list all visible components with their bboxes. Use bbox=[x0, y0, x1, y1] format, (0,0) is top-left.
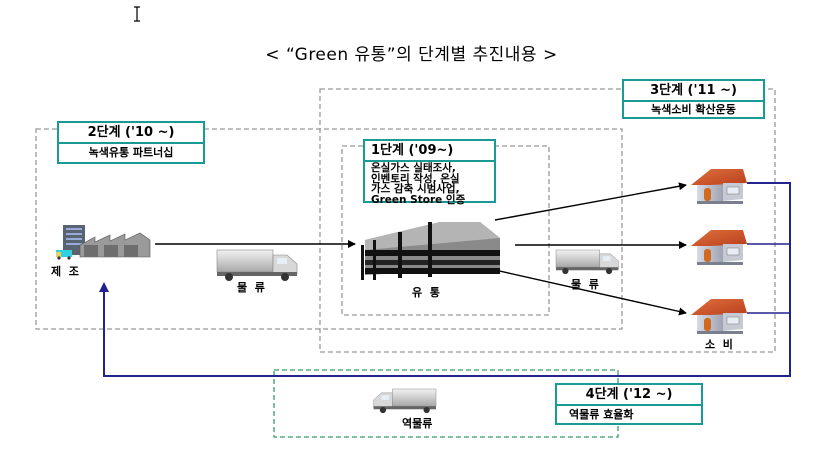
node-label-reverse-logistics: 역물류 bbox=[402, 417, 433, 430]
flow-arrow-distribution-to-consumer-1 bbox=[494, 182, 687, 221]
flow-arrow-distribution-to-consumer-3 bbox=[494, 269, 687, 316]
diagram-title: < “Green 유통”의 단계별 추진내용 > bbox=[265, 45, 558, 65]
stage-description: 역물류 효율화 bbox=[569, 408, 634, 421]
stage-description: 녹색유통 파트너십 bbox=[88, 146, 174, 159]
stage1-region bbox=[341, 145, 550, 316]
stage-description-line: 가스 감축 시범사업, bbox=[371, 183, 460, 195]
stage-box-1: 1단계 ('09~) 온실가스 실태조사, 인벤토리 작성, 온실 가스 감축 … bbox=[363, 139, 496, 205]
node-label-distribution: 유 통 bbox=[412, 286, 440, 299]
stage-box-3: 3단계 ('11 ~) 녹색소비 확산운동 bbox=[622, 79, 765, 119]
node-label-logistics: 물 류 bbox=[571, 278, 599, 291]
stage-description-line: Green Store 인증 bbox=[371, 193, 466, 206]
truck-icon bbox=[373, 388, 437, 414]
warehouse-building-icon bbox=[361, 222, 500, 280]
truck-icon bbox=[555, 249, 619, 275]
stage-header: 4단계 ('12 ~) bbox=[557, 385, 701, 406]
truck-icon bbox=[216, 249, 298, 281]
house-icon bbox=[691, 169, 747, 204]
stage-box-4: 4단계 ('12 ~) 역물류 효율화 bbox=[555, 383, 703, 425]
reverse-flow-line bbox=[103, 182, 791, 377]
stage-box-2: 2단계 ('10 ~) 녹색유통 파트너십 bbox=[57, 121, 205, 164]
house-icon bbox=[691, 299, 747, 334]
stage-description: 온실가스 실태조사, 인벤토리 작성, 온실 가스 감축 시범사업, Green… bbox=[365, 162, 494, 205]
stage-description-line: 인벤토리 작성, 온실 bbox=[371, 172, 460, 185]
node-label-manufacturing: 제 조 bbox=[51, 265, 79, 278]
node-label-consumption: 소 비 bbox=[705, 338, 733, 351]
stage3-region bbox=[319, 88, 776, 353]
stage-header: 2단계 ('10 ~) bbox=[59, 123, 203, 144]
node-label-logistics: 물 류 bbox=[237, 281, 265, 294]
factory-icon bbox=[56, 225, 151, 260]
stage-header: 3단계 ('11 ~) bbox=[624, 81, 763, 102]
stage-header: 1단계 ('09~) bbox=[365, 141, 494, 162]
stage2-region bbox=[35, 128, 623, 330]
stage-description-line: 온실가스 실태조사, bbox=[371, 162, 456, 174]
house-icon bbox=[691, 230, 747, 265]
text-cursor-icon bbox=[134, 6, 140, 22]
stage-description: 녹색소비 확산운동 bbox=[651, 103, 736, 116]
reverse-flow-arrowhead bbox=[99, 282, 109, 292]
